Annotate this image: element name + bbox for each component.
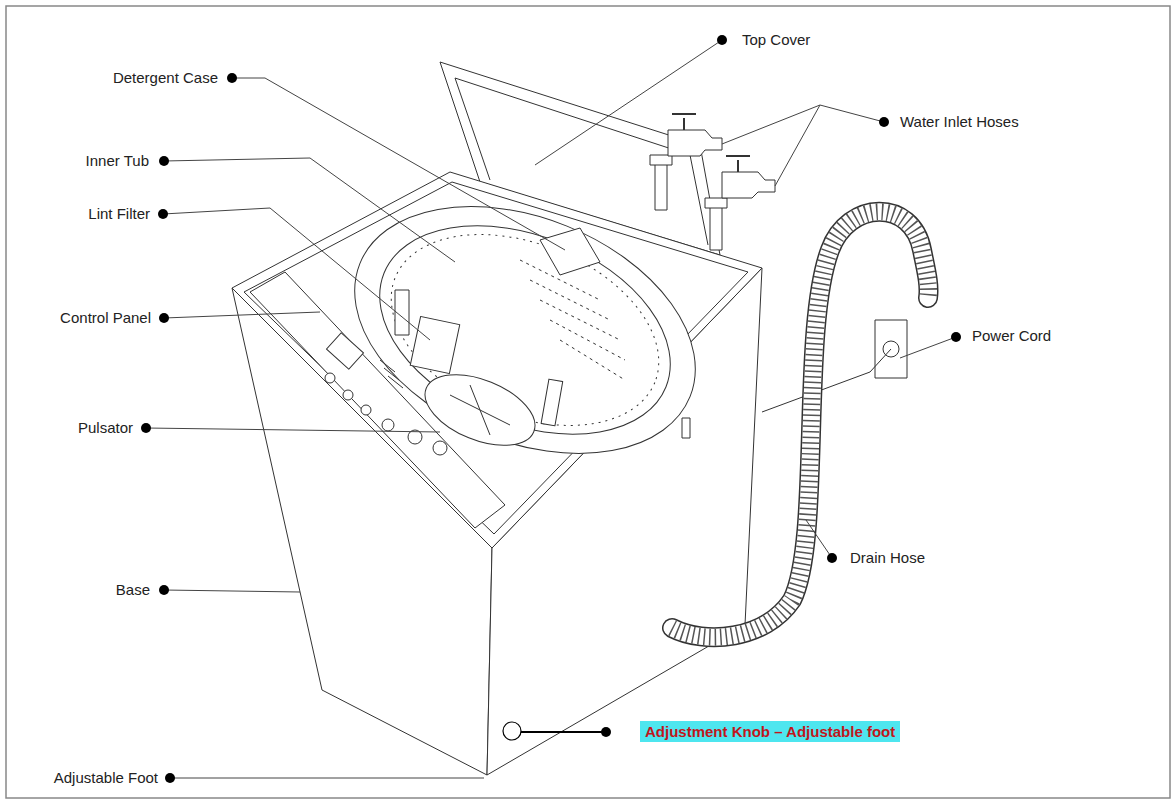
lint-filter xyxy=(410,316,460,373)
frame xyxy=(6,6,1170,798)
leader-dot xyxy=(165,773,175,783)
part-label: Detergent Case xyxy=(113,69,218,87)
part-label: Drain Hose xyxy=(850,549,925,567)
power-cord xyxy=(762,349,891,412)
inlet-pipe xyxy=(710,205,722,250)
leader-line xyxy=(164,158,455,262)
hose-outline xyxy=(672,212,929,637)
button xyxy=(325,373,335,383)
control-panel xyxy=(250,272,505,528)
leader-dot xyxy=(717,35,727,45)
leader-line xyxy=(535,40,722,165)
leader-line xyxy=(722,105,884,186)
leader-dot xyxy=(879,117,889,127)
part-label: Top Cover xyxy=(742,31,810,49)
adjustment-knob xyxy=(503,722,521,740)
tub-baffle xyxy=(541,379,563,426)
button xyxy=(361,405,371,415)
part-label: Control Panel xyxy=(60,309,151,327)
hose-fill xyxy=(672,212,929,637)
leader-dot xyxy=(158,209,168,219)
part-label: Adjustable Foot xyxy=(54,769,158,787)
leader-line xyxy=(900,337,956,358)
leader-dot xyxy=(227,73,237,83)
faucet-handle xyxy=(726,156,750,172)
leader-dot xyxy=(159,156,169,166)
side-handle xyxy=(682,418,690,438)
part-label: Pulsator xyxy=(78,419,133,437)
button xyxy=(382,419,394,431)
leader-line xyxy=(806,520,832,558)
pulsator-fins xyxy=(450,385,510,435)
part-label: Lint Filter xyxy=(88,205,150,223)
pulsator xyxy=(415,360,545,459)
leader-dot xyxy=(159,313,169,323)
leader-dot xyxy=(951,332,961,342)
leader-line xyxy=(146,428,440,432)
leader-dot xyxy=(601,727,611,737)
panel-keys xyxy=(380,360,403,388)
inlet-pipe xyxy=(655,160,667,210)
tub-rim xyxy=(318,159,732,500)
leader-line xyxy=(164,590,300,592)
display xyxy=(326,333,363,369)
leader-line xyxy=(232,78,565,250)
part-label: Water Inlet Hoses xyxy=(900,113,1019,131)
part-label: Base xyxy=(116,581,150,599)
leader-line xyxy=(164,312,320,318)
faucet xyxy=(668,130,722,156)
callout-text: Adjustment Knob – Adjustable foot xyxy=(645,723,895,740)
leader-line xyxy=(521,731,606,733)
button xyxy=(343,390,353,400)
leader-dot xyxy=(141,423,151,433)
leader-line xyxy=(163,208,430,340)
leaders xyxy=(146,40,956,778)
part-label: Power Cord xyxy=(972,327,1051,345)
faucet-nut xyxy=(705,198,727,208)
leader-dot xyxy=(159,585,169,595)
highlight-box: Adjustment Knob – Adjustable foot xyxy=(640,721,900,742)
hose-ribs xyxy=(672,212,929,637)
detergent-case xyxy=(540,228,600,275)
part-label: Inner Tub xyxy=(86,152,149,170)
faucet xyxy=(722,172,775,198)
faucet-handle xyxy=(672,114,696,130)
drain-hose xyxy=(672,212,929,637)
leader-dot xyxy=(827,553,837,563)
leader-line xyxy=(170,778,484,779)
tub-perforations xyxy=(520,260,625,380)
leader-dots xyxy=(141,35,961,783)
button xyxy=(433,441,447,455)
